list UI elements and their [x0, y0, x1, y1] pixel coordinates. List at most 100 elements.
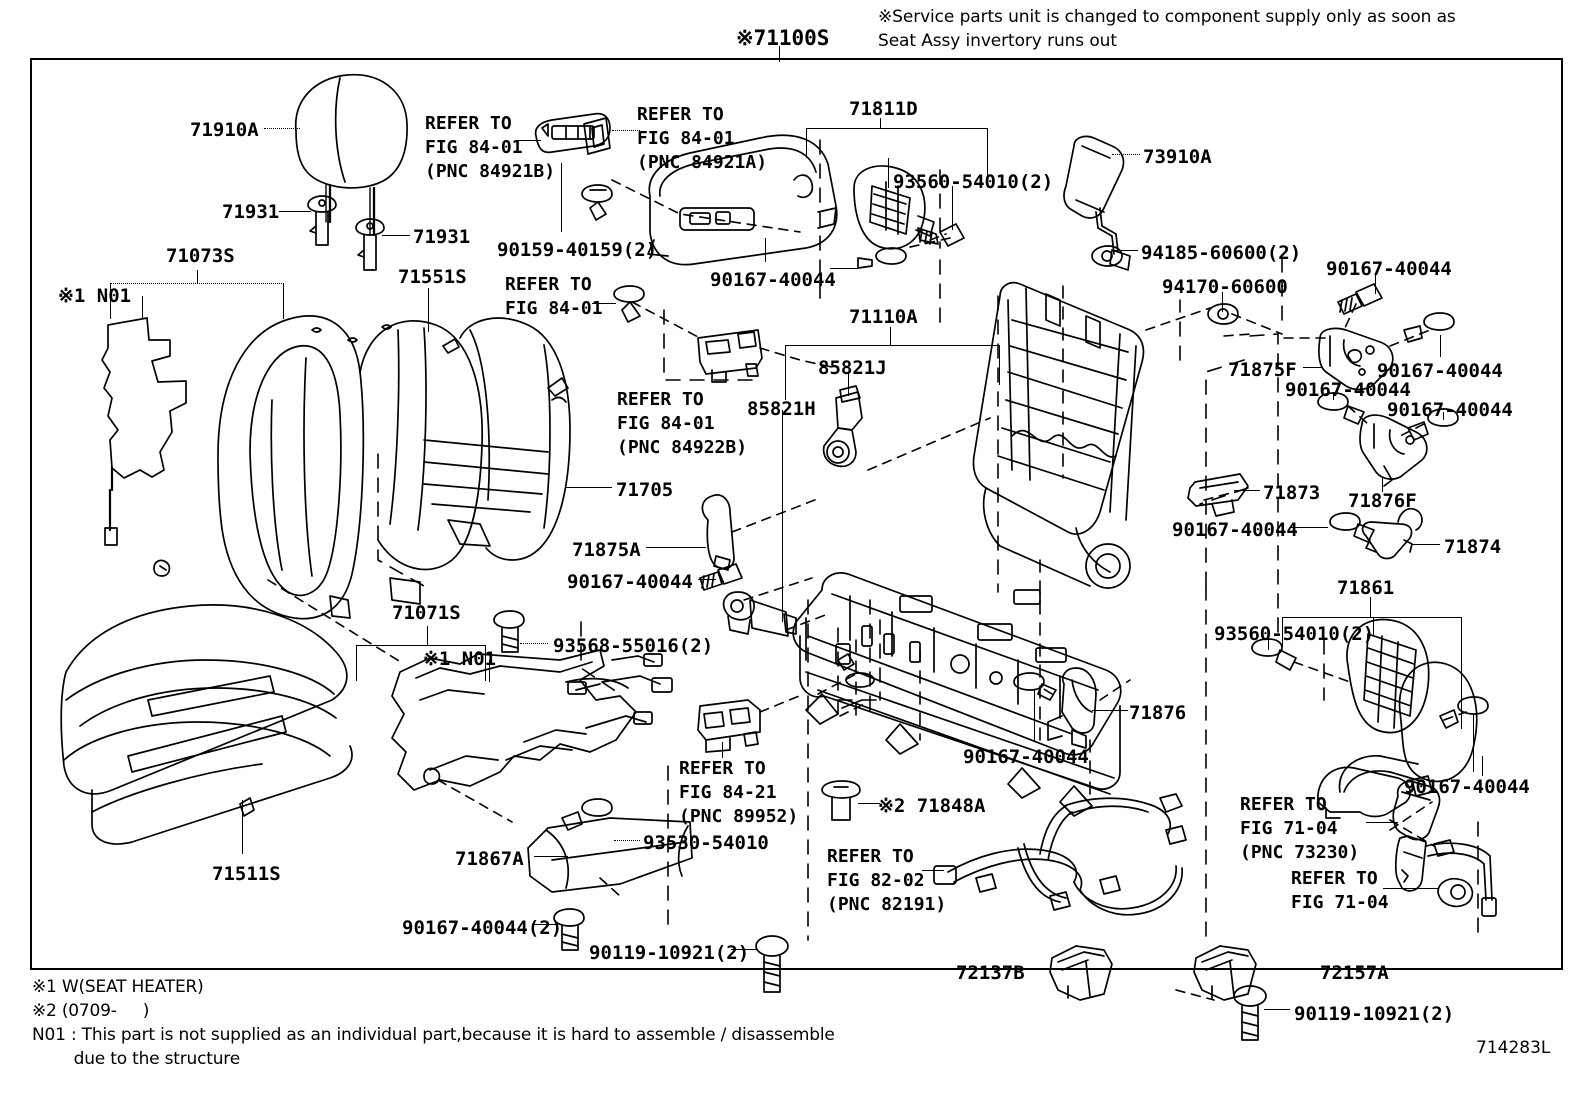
- bracket-71861-left: [1282, 617, 1283, 647]
- leader-93560-54010: [952, 186, 953, 230]
- leader-90119-left: [731, 949, 757, 950]
- bracket-71811D-right: [987, 128, 988, 178]
- leader-71100S: [779, 46, 780, 62]
- part-label-90159-401592: 90159-40159(2): [497, 239, 658, 261]
- part-label-72137b: 72137B: [956, 962, 1025, 984]
- part-label-71931: 71931: [413, 226, 471, 248]
- part-label-90167-40044: 90167-40044: [1404, 776, 1530, 798]
- part-label-85821h: 85821H: [747, 398, 816, 420]
- leader-71875F: [1303, 367, 1323, 368]
- part-label-referto: REFER TO FIG 84-21 (PNC 89952): [679, 758, 799, 828]
- leader-71876: [1092, 710, 1128, 711]
- leader-71511S: [242, 800, 243, 854]
- bracket-71110A-stem: [890, 327, 891, 346]
- part-label-90167-40044: 90167-40044: [567, 571, 693, 593]
- leader-71848A: [858, 803, 880, 804]
- leader-90167-right-top: [1375, 274, 1376, 294]
- bracket-71811D-stem: [880, 118, 881, 129]
- part-label-90119-109212: 90119-10921(2): [589, 942, 750, 964]
- part-label-referto: REFER TO FIG 84-01 (PNC 84921B): [425, 113, 556, 183]
- part-label-71073s: 71073S: [166, 245, 235, 267]
- leader-73910A: [1112, 154, 1140, 155]
- diagram-number: 714283L: [1476, 1038, 1551, 1058]
- part-label-90167-40044: 90167-40044: [1172, 519, 1298, 541]
- leader-71875A: [646, 547, 706, 548]
- leader-71551S: [428, 288, 429, 332]
- bracket-71071S-top: [356, 645, 486, 646]
- part-label-71110a: 71110A: [849, 306, 918, 328]
- leader-fig8401-mid: [592, 303, 616, 304]
- bracket-71110A-top: [785, 345, 1000, 346]
- leader-71910A: [264, 128, 300, 129]
- part-label-1n01: ※1 N01: [423, 648, 497, 670]
- bracket-71071S-stem: [427, 626, 428, 646]
- leader-93568: [520, 643, 548, 644]
- part-label-71861: 71861: [1337, 577, 1395, 599]
- part-label-90167-400442: 90167-40044(2): [402, 917, 563, 939]
- leader-71811D-knob: [888, 158, 889, 188]
- leader-N01-left: [142, 296, 143, 318]
- part-label-71811d: 71811D: [849, 98, 918, 120]
- bracket-71110A-right: [999, 345, 1000, 385]
- leader-84921A: [612, 130, 640, 131]
- footnote-1: ※1 W(SEAT HEATER): [32, 977, 204, 997]
- part-label-93568-550162: 93568-55016(2): [553, 635, 714, 657]
- diagram-frame: [30, 58, 1563, 970]
- leader-90167-71876F-r: [1443, 412, 1444, 420]
- leader-90167-knob: [830, 268, 858, 269]
- footnote-2: ※2 (0709- ): [32, 1001, 150, 1021]
- part-label-referto: REFER TO FIG 82-02 (PNC 82191): [827, 846, 947, 916]
- part-label-71874: 71874: [1444, 536, 1502, 558]
- part-label-referto: REFER TO FIG 84-01 (PNC 84922B): [617, 389, 748, 459]
- bracket-71811D-top: [806, 128, 988, 129]
- part-label-71931: 71931: [222, 201, 280, 223]
- leader-90167-71861: [1473, 714, 1474, 772]
- part-label-71705: 71705: [616, 479, 674, 501]
- leader-90159-stem: [561, 163, 562, 231]
- leader-90167-buckle: [1482, 756, 1483, 776]
- part-label-71876: 71876: [1129, 702, 1187, 724]
- leader-71876F-stem: [1382, 478, 1383, 492]
- leader-71861-knob: [1373, 617, 1374, 637]
- part-label-referto: REFER TO FIG 84-01 (PNC 84921A): [637, 104, 768, 174]
- footnote-n01-line2: due to the structure: [32, 1049, 241, 1069]
- bracket-71073S-stem: [197, 270, 198, 284]
- part-label-93560-540102: 93560-54010(2): [1214, 623, 1375, 645]
- leader-71931-right: [382, 235, 410, 236]
- leader-73230: [1366, 822, 1398, 823]
- leader-90167-2-bottom: [533, 924, 557, 925]
- part-label-94185-606002: 94185-60600(2): [1141, 242, 1302, 264]
- leader-90167-71875F-r: [1440, 335, 1441, 357]
- bracket-71811D-left: [806, 128, 807, 158]
- part-label-90119-109212: 90119-10921(2): [1294, 1003, 1455, 1025]
- leader-72157A: [1258, 969, 1316, 970]
- bracket-71861-right: [1461, 617, 1462, 729]
- part-label-71876f: 71876F: [1348, 490, 1417, 512]
- leader-84921B: [517, 140, 541, 141]
- leader-71867A: [534, 856, 568, 857]
- bracket-71861-stem: [1370, 597, 1371, 617]
- part-label-71875f: 71875F: [1228, 359, 1297, 381]
- leader-82191: [922, 870, 944, 871]
- leader-94185: [1114, 250, 1138, 251]
- part-label-90167-40044: 90167-40044: [1285, 379, 1411, 401]
- leader-93560-71861: [1268, 638, 1269, 650]
- leader-90167-switch: [765, 238, 766, 262]
- part-label-71071s: 71071S: [392, 602, 461, 624]
- part-label-71873: 71873: [1263, 482, 1321, 504]
- leader-71874: [1412, 544, 1440, 545]
- part-label-referto: REFER TO FIG 71-04: [1291, 868, 1389, 914]
- leader-90167-centre: [1034, 690, 1035, 742]
- leader-90167-71874: [1290, 527, 1328, 528]
- part-label-94170-60600: 94170-60600: [1162, 276, 1288, 298]
- leader-72137B: [1028, 969, 1054, 970]
- leader-fig7104: [1383, 888, 1439, 889]
- part-label-71551s: 71551S: [398, 266, 467, 288]
- leader-85821H: [782, 410, 783, 622]
- bracket-71073S-left: [110, 283, 111, 319]
- footnote-n01-line1: N01 : This part is not supplied as an in…: [32, 1025, 835, 1045]
- part-label-1n01: ※1 N01: [58, 285, 132, 307]
- part-label-73910a: 73910A: [1143, 146, 1212, 168]
- part-label-71910a: 71910A: [190, 119, 259, 141]
